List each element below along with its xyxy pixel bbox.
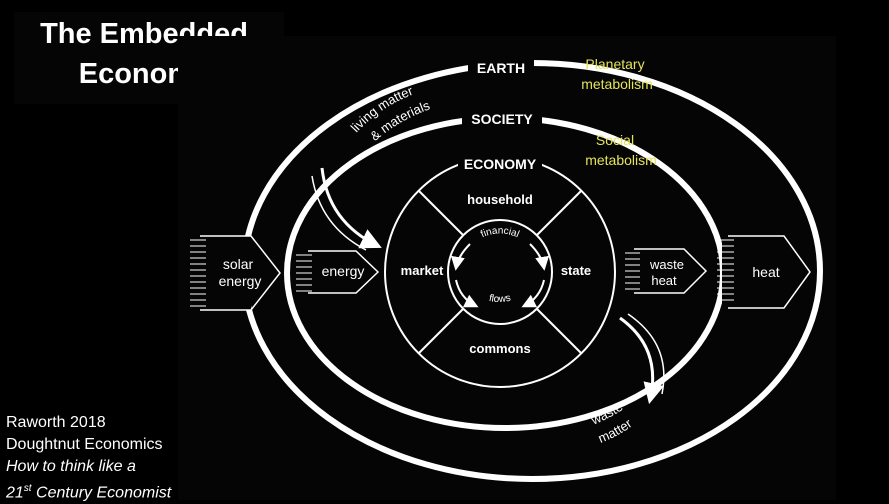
energy-arrow bbox=[308, 250, 380, 294]
living-matter-arrow bbox=[320, 167, 382, 249]
heat-box-bg bbox=[722, 236, 784, 308]
solar-label-2: energy bbox=[219, 273, 262, 289]
solar-hatch bbox=[190, 239, 206, 307]
heat-label: heat bbox=[752, 264, 779, 280]
flow-arrow-se bbox=[521, 279, 545, 308]
citation-rest: Century Economist bbox=[31, 484, 172, 502]
flows-label: flows bbox=[488, 293, 512, 306]
sector-market: market bbox=[401, 263, 444, 278]
divider-se bbox=[536, 308, 582, 354]
energy-box-bg bbox=[300, 251, 352, 293]
solar-label-1: solar bbox=[223, 256, 254, 272]
financial-label: financial bbox=[479, 225, 521, 240]
solar-energy-arrow bbox=[200, 235, 281, 311]
citation-author: Raworth 2018 bbox=[6, 414, 106, 431]
sector-state: state bbox=[561, 263, 591, 278]
citation-subtitle-2: 21st Century Economist bbox=[6, 478, 171, 504]
divider-sw bbox=[418, 308, 464, 354]
energy-label: energy bbox=[322, 263, 365, 279]
citation-book: Doughtnut Economics bbox=[6, 436, 163, 453]
sector-commons: commons bbox=[469, 341, 530, 356]
citation-subtitle-1: How to think like a bbox=[6, 458, 136, 475]
waste-heat-arrow bbox=[634, 248, 708, 294]
social-metabolism-line-1: Social bbox=[596, 132, 634, 148]
energy-hatch bbox=[296, 254, 312, 292]
earth-label: EARTH bbox=[477, 60, 525, 76]
planetary-metabolism-line-2: metabolism bbox=[581, 76, 653, 92]
planetary-metabolism-line-1: Planetary bbox=[585, 56, 644, 72]
heat-arrow bbox=[728, 235, 811, 309]
solar-box-bg bbox=[200, 236, 251, 310]
economy-label-bg bbox=[458, 153, 542, 173]
flow-arrow-ne bbox=[529, 243, 550, 271]
citation-ordinal: st bbox=[23, 483, 32, 494]
waste-matter-arrow bbox=[619, 316, 665, 405]
earth-label-bg bbox=[468, 57, 534, 77]
waste-heat-label-2: heat bbox=[651, 273, 677, 288]
waste-heat-hatch bbox=[625, 252, 640, 290]
sector-household: household bbox=[467, 192, 533, 207]
society-label-bg bbox=[462, 108, 542, 128]
financial-flows-circle bbox=[447, 219, 553, 325]
society-label: SOCIETY bbox=[471, 111, 533, 127]
waste-heat-label-1: waste bbox=[649, 257, 684, 272]
living-matter-arrow-tail bbox=[311, 175, 367, 251]
heat-hatch bbox=[717, 239, 734, 301]
divider-ne bbox=[536, 190, 582, 236]
flow-arrow-sw bbox=[455, 279, 479, 308]
waste-heat-box-bg bbox=[634, 249, 684, 293]
economy-label: ECONOMY bbox=[464, 156, 537, 172]
citation-number: 21 bbox=[6, 484, 24, 502]
divider-nw bbox=[418, 190, 464, 236]
waste-matter-arrow-tail bbox=[627, 313, 665, 395]
citation: Raworth 2018 Doughtnut Economics How to … bbox=[6, 412, 171, 504]
social-metabolism-line-2: metabolism bbox=[585, 152, 657, 168]
flow-arrow-nw bbox=[450, 243, 471, 271]
